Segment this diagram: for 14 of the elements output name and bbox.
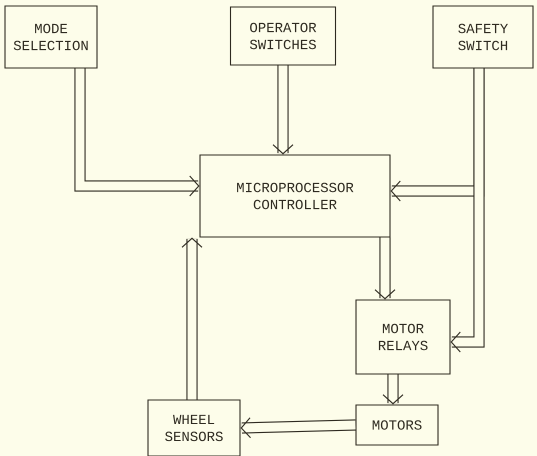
double-arrow — [374, 238, 396, 300]
block-box: MOTOR RELAYS — [355, 299, 451, 375]
double-arrow — [240, 417, 356, 438]
double-arrow — [74, 68, 200, 196]
double-arrow — [182, 238, 202, 400]
block-box: MODE SELECTION — [4, 5, 98, 69]
double-arrow — [450, 68, 485, 352]
block-box: MICROPROCESSOR CONTROLLER — [199, 154, 391, 238]
block-box: WHEEL SENSORS — [147, 399, 241, 456]
block-box: SAFETY SWITCH — [432, 5, 534, 69]
double-arrow — [382, 374, 404, 404]
double-arrow — [272, 66, 294, 154]
block-box: MOTORS — [355, 404, 439, 446]
block-box: OPERATOR SWITCHES — [230, 6, 336, 66]
